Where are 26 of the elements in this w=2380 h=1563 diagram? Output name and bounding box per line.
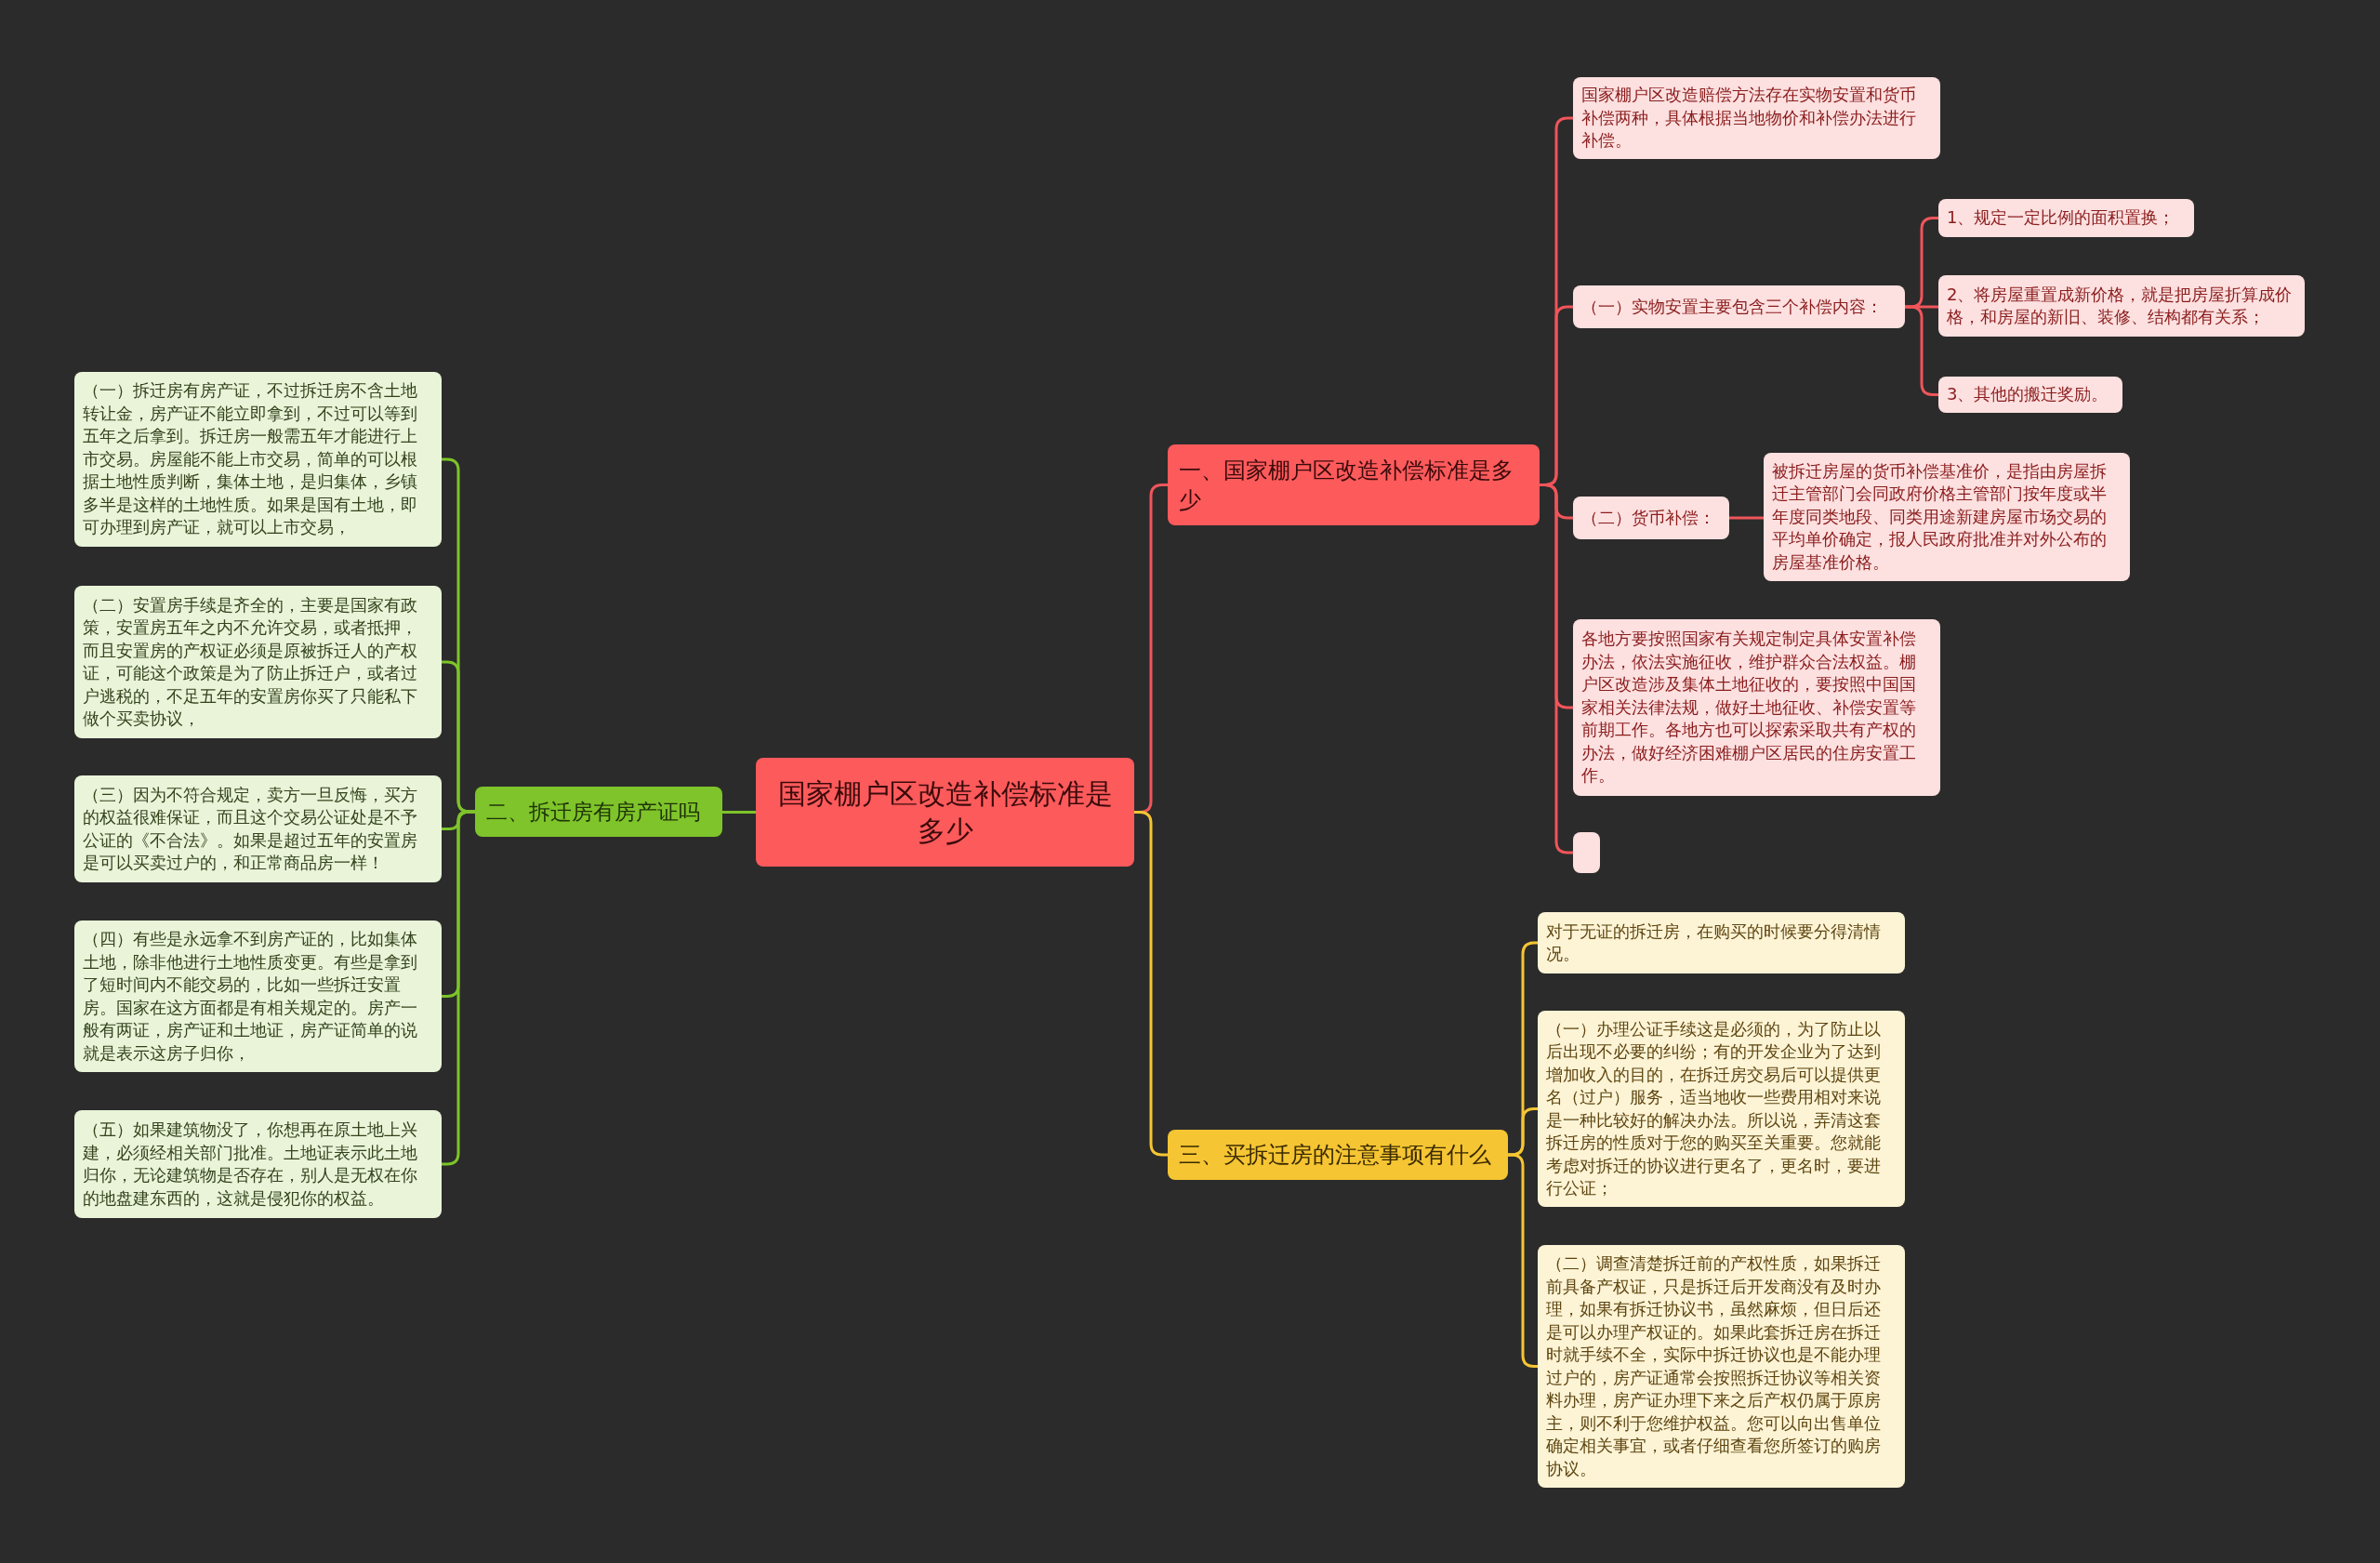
text-box: （一）拆迁房有房产证，不过拆迁房不含土地转让金，房产证不能立即拿到，不过可以等到五年之后拿到。拆迁房一般需五年才能进行上市交易。房屋能不能上市交易，简单的可以根据土地性质判断，集体土地，是归集体，乡镇多半是这样的土地性质。如果是国有土地，即可办理到房产证，就可以上市交易，	[74, 372, 442, 547]
connector-line	[1134, 811, 1168, 1157]
text-box: （一）实物安置主要包含三个补偿内容：	[1573, 285, 1905, 328]
connector-line	[722, 811, 756, 814]
text-box: （五）如果建筑物没了，你想再在原土地上兴建，必须经相关部门批准。土地证表示此土地归你，无论建筑物是否存在，别人是无权在你的地盘建东西的，这就是侵犯你的权益。	[74, 1110, 442, 1218]
text-box: 1、规定一定比例的面积置换；	[1938, 199, 2194, 237]
text-box: 各地方要按照国家有关规定制定具体安置补偿办法，依法实施征收，维护群众合法权益。棚户区改造涉及集体土地征收的，要按照中国国家相关法律法规，做好土地征收、补偿安置等前期工作。各地方也可以探索采取共有产权的办法，做好经济困难棚户区居民的住房安置工作。	[1573, 619, 1940, 796]
branch-topic-box: 三、买拆迁房的注意事项有什么	[1168, 1130, 1508, 1180]
empty-box	[1573, 832, 1600, 873]
connector-line	[1905, 305, 1938, 396]
text-box: （三）因为不符合规定，卖方一旦反悔，买方的权益很难保证，而且这个交易公证处是不予公证的《不合法》。如果是超过五年的安置房是可以买卖过户的，和正常商品房一样！	[74, 775, 442, 882]
text-box: （二）调查清楚拆迁前的产权性质，如果拆迁前具备产权证，只是拆迁后开发商没有及时办理，如果有拆迁协议书，虽然麻烦，但日后还是可以办理产权证的。如果此套拆迁房在拆迁时就手续不全，实际中拆迁协议也是不能办理过户的，房产证通常会按照拆迁协议等相关资料办理，房产证办理下来之后产权仍属于原房主，则不利于您维护权益。您可以向出售单位确定相关事宜，或者仔细查看您所签订的购房协议。	[1538, 1245, 1905, 1488]
branch-topic-box: 一、国家棚户区改造补偿标准是多少	[1168, 444, 1540, 525]
branch-topic-box: 二、拆迁房有房产证吗	[475, 787, 722, 837]
connector-line	[1729, 516, 1764, 520]
central-topic-box: 国家棚户区改造补偿标准是多少	[756, 758, 1134, 867]
text-box: （一）办理公证手续这是必须的，为了防止以后出现不必要的纠纷；有的开发企业为了达到增加收入的目的，在拆迁房交易后可以提供更名（过户）服务，适当地收一些费用相对来说是一种比较好的解决办法。所以说，弄清这套拆迁房的性质对于您的购买至关重要。您就能考虑对拆迁的协议进行更名了，更名时，要进行公证；	[1538, 1011, 1905, 1207]
connector-line	[442, 810, 475, 1166]
text-box: （二）货币补偿：	[1573, 497, 1729, 539]
text-box: 2、将房屋重置成新价格，就是把房屋折算成价格，和房屋的新旧、装修、结构都有关系；	[1938, 275, 2305, 337]
text-box: 对于无证的拆迁房，在购买的时候要分得清情况。	[1538, 912, 1905, 974]
text-box: 3、其他的搬迁奖励。	[1938, 377, 2122, 413]
text-box: 国家棚户区改造赔偿方法存在实物安置和货币补偿两种，具体根据当地物价和补偿办法进行补偿。	[1573, 77, 1940, 159]
text-box: （四）有些是永远拿不到房产证的，比如集体土地，除非他进行土地性质变更。有些是拿到了短时间内不能交易的，比如一些拆迁安置房。国家在这方面都是有相关规定的。房产一般有两证，房产证和土地证，房产证简单的说就是表示这房子归你，	[74, 921, 442, 1072]
text-box: （二）安置房手续是齐全的，主要是国家有政策，安置房五年之内不允许交易，或者抵押，而且安置房的产权证必须是原被拆迁人的产权证，可能这个政策是为了防止拆迁户，或者过户逃税的，不足五年的安置房你买了只能私下做个买卖协议，	[74, 586, 442, 738]
text-box: 被拆迁房屋的货币补偿基准价，是指由房屋拆迁主管部门会同政府价格主管部门按年度或半年度同类地段、同类用途新建房屋市场交易的平均单价确定，报人民政府批准并对外公布的房屋基准价格。	[1764, 453, 2130, 581]
